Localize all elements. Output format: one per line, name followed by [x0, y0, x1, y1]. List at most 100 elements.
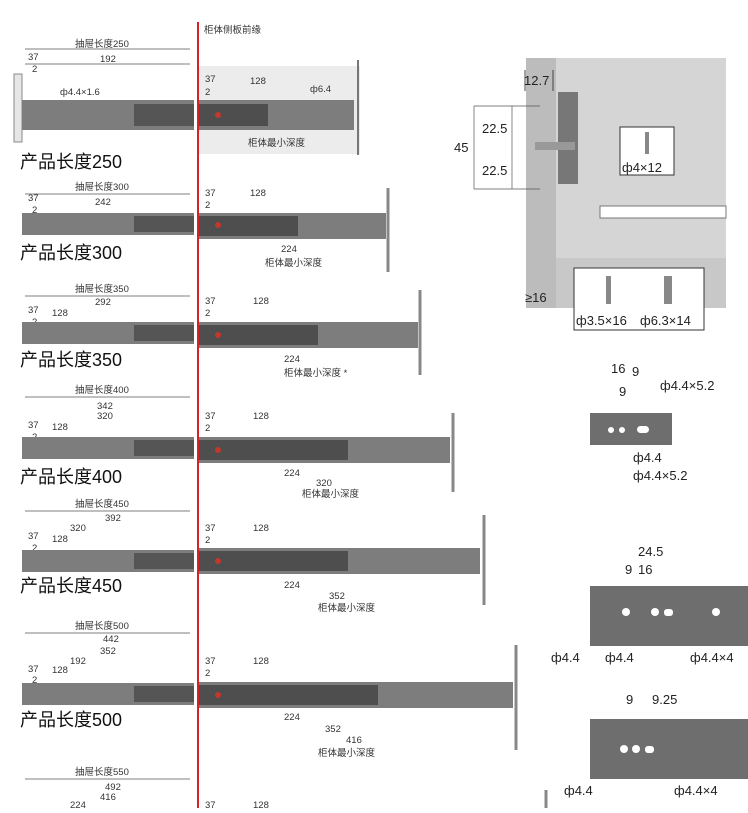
dim-37-cab: 37 [205, 411, 216, 422]
dim-22-5-top: 22.5 [482, 121, 507, 136]
drawer-length-label: 抽屉长度250 [75, 38, 129, 50]
dim-224: 224 [284, 468, 300, 479]
slide-profile [558, 92, 578, 184]
min-depth-label: 柜体最小深度 * [284, 367, 348, 379]
dim-2: 2 [32, 543, 37, 554]
row-400: 抽屉长度400 342 320 37 128 2 37 2 128 224 32… [20, 384, 455, 500]
dim-224: 224 [70, 800, 86, 808]
dim-16: ≥16 [525, 290, 547, 305]
dim-37: 37 [28, 664, 39, 675]
min-depth-label: 柜体最小深度 [318, 602, 376, 614]
hole-label-3: ф4.4×4 [690, 650, 734, 665]
dim-12-7: 12.7 [524, 73, 549, 88]
product-length-label: 产品长度500 [20, 710, 122, 730]
dim-2-cab: 2 [205, 308, 210, 319]
dim-128: 128 [52, 534, 68, 545]
dim-352: 352 [100, 646, 116, 657]
dim-128: 128 [52, 422, 68, 433]
dim-9: 9 [626, 692, 633, 707]
hole-detail-1: 16 9 9 ф4.4×5.2 ф4.4 ф4.4×5.2 [590, 361, 714, 483]
hole-detail-3: 9 9.25 ф4.4 ф4.4×4 [564, 692, 748, 798]
dim-2: 2 [32, 64, 37, 75]
hole-detail-2: 24.5 9 16 ф4.4 ф4.4 ф4.4×4 [551, 544, 748, 665]
product-length-label: 产品长度350 [20, 350, 122, 370]
dim-37-cab: 37 [205, 800, 216, 808]
dim-2: 2 [32, 675, 37, 686]
drawer-length-label: 抽屉长度450 [75, 498, 129, 510]
dim-16: 16 [611, 361, 625, 376]
dim-37-cab: 37 [205, 656, 216, 667]
dim-128-cab: 128 [253, 800, 269, 808]
dim-242: 242 [95, 197, 111, 208]
hole-label-2: ф4.4×4 [674, 783, 718, 798]
drawer-length-label: 抽屉长度550 [75, 766, 129, 778]
dim-37-cab: 37 [205, 188, 216, 199]
hole-label-2: ф4.4 [605, 650, 634, 665]
row-250: 抽屉长度250 37 192 2 ф4.4×1.6 37 2 128 ф6.4 … [13, 38, 360, 172]
dim-22-5-bottom: 22.5 [482, 163, 507, 178]
dim-9: 9 [625, 562, 632, 577]
hole-label: ф4.4 [633, 450, 662, 465]
dim-192: 192 [70, 656, 86, 667]
dim-320: 320 [70, 523, 86, 534]
dim-37: 37 [28, 420, 39, 431]
dim-9b: 9 [619, 384, 626, 399]
dim-2-cab: 2 [205, 535, 210, 546]
dim-416: 416 [100, 792, 116, 803]
dim-320-bottom: 320 [316, 478, 332, 489]
row-350: 抽屉长度350 292 37 128 2 37 2 128 224 柜体最小深度… [20, 283, 422, 379]
front-panel [13, 73, 23, 143]
slot-label-2: ф4.4×5.2 [633, 468, 687, 483]
hole-6-4-label: ф6.4 [310, 84, 331, 95]
hole-label-1: ф4.4 [564, 783, 593, 798]
row-550: 抽屉长度550 492 416 224 37 128 [25, 766, 548, 811]
drawer-length-label: 抽屉长度500 [75, 620, 129, 632]
dim-392: 392 [105, 513, 121, 524]
product-length-label: 产品长度250 [20, 152, 122, 172]
dim-9-25: 9.25 [652, 692, 677, 707]
dim-224: 224 [281, 244, 297, 255]
dim-128-cab: 128 [253, 411, 269, 422]
dim-2-cab: 2 [205, 423, 210, 434]
screw-6-3x14-label: ф6.3×14 [640, 313, 691, 328]
dim-128-cab: 128 [253, 296, 269, 307]
dim-224: 224 [284, 354, 300, 365]
row-500: 抽屉长度500 442 352 192 37 128 2 37 2 128 22… [20, 620, 518, 759]
min-depth-label: 柜体最小深度 [302, 488, 360, 500]
dim-45: 45 [454, 140, 468, 155]
slot-label: ф4.4×5.2 [660, 378, 714, 393]
front-edge-label: 柜体侧板前缘 [204, 24, 262, 36]
screw-callout-pair [573, 267, 705, 331]
screw-4x12-label: ф4×12 [622, 160, 662, 175]
dim-128: 128 [52, 308, 68, 319]
dim-2-cab: 2 [205, 668, 210, 679]
screw-3-5x16-label: ф3.5×16 [576, 313, 627, 328]
row-300: 抽屉长度300 37 242 2 37 2 128 224 柜体最小深度 产品长… [20, 181, 390, 272]
dim-37: 37 [28, 193, 39, 204]
drawer-length-label: 抽屉长度400 [75, 384, 129, 396]
dim-24-5: 24.5 [638, 544, 663, 559]
min-depth-label: 柜体最小深度 [265, 257, 323, 269]
min-depth-label: 柜体最小深度 [318, 747, 376, 759]
dim-128-cab: 128 [253, 523, 269, 534]
hole-label-1: ф4.4 [551, 650, 580, 665]
dim-2-cab: 2 [205, 87, 210, 98]
side-mount-detail: 12.7 22.5 45 22.5 ф4×12 ф3.5×16 ф6.3×14 … [454, 58, 727, 331]
dim-192: 192 [100, 54, 116, 65]
drawer-length-label: 抽屉长度300 [75, 181, 129, 193]
dim-128: 128 [52, 665, 68, 676]
dim-292: 292 [95, 297, 111, 308]
dim-37-cab: 37 [205, 523, 216, 534]
row-450: 抽屉长度450 392 320 37 128 2 37 2 128 224 35… [20, 498, 486, 614]
dim-416: 416 [346, 735, 362, 746]
dim-37: 37 [28, 52, 39, 63]
dim-16: 16 [638, 562, 652, 577]
dim-224: 224 [284, 580, 300, 591]
product-length-label: 产品长度400 [20, 467, 122, 487]
screw [535, 142, 575, 150]
dim-37: 37 [28, 531, 39, 542]
dim-2: 2 [32, 205, 37, 216]
dim-37-cab: 37 [205, 296, 216, 307]
dim-2-cab: 2 [205, 200, 210, 211]
